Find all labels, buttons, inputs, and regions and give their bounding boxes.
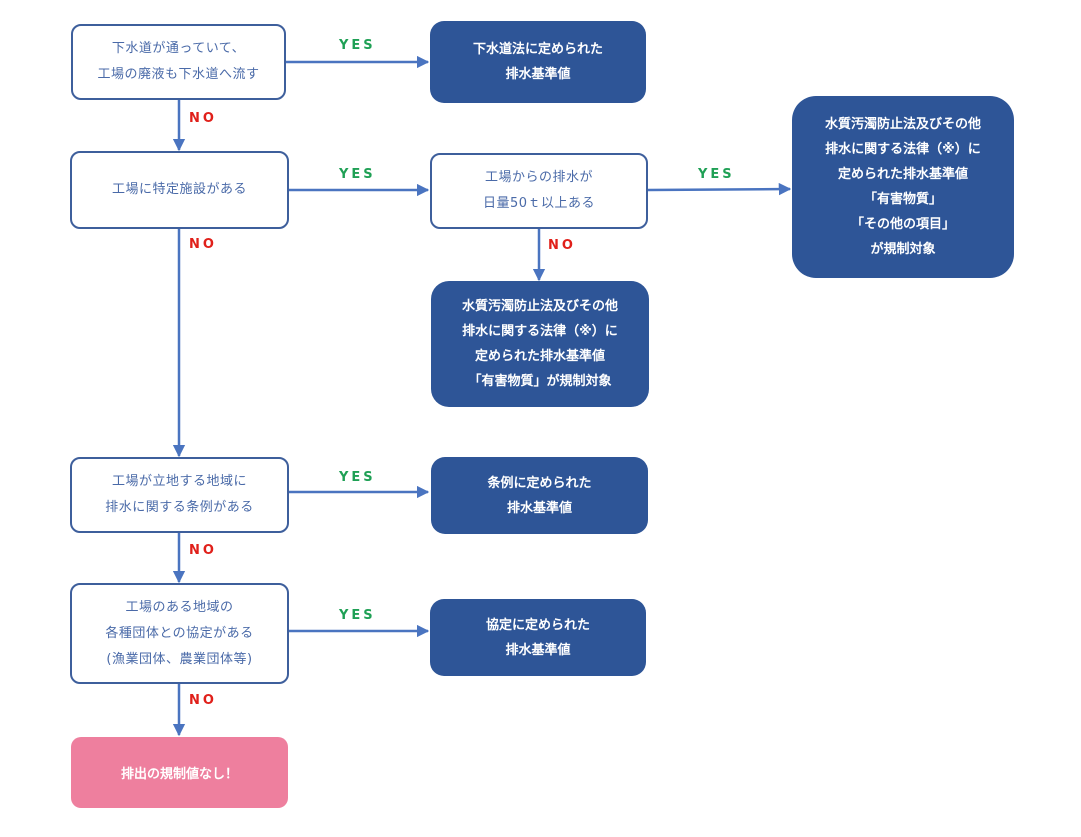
label-no-facility: NO	[189, 237, 217, 252]
result-water-law-harmful-line3: 定められた排水基準値	[474, 349, 605, 364]
result-agreement: 協定に定められた 排水基準値	[430, 599, 646, 676]
label-yes-volume: YES	[698, 167, 735, 182]
decision-agreement-line1: 工場のある地域の	[125, 599, 234, 615]
decision-facility-line1: 工場に特定施設がある	[111, 182, 247, 197]
decision-facility: 工場に特定施設がある	[70, 151, 289, 229]
result-water-law-all-line2: 排水に関する法律（※）に	[825, 142, 981, 157]
label-no-volume: NO	[548, 238, 576, 253]
decision-ordinance: 工場が立地する地域に 排水に関する条例がある	[70, 457, 289, 533]
result-sewer-law-line1: 下水道法に定められた	[472, 42, 603, 57]
label-no-sewer: NO	[189, 111, 217, 126]
decision-agreement-line2: 各種団体との協定がある	[105, 625, 254, 641]
decision-ordinance-line1: 工場が立地する地域に	[111, 474, 247, 489]
result-sewer-law: 下水道法に定められた 排水基準値	[430, 21, 646, 103]
decision-volume: 工場からの排水が 日量50ｔ以上ある	[430, 153, 648, 229]
decision-agreement: 工場のある地域の 各種団体との協定がある (漁業団体、農業団体等)	[70, 583, 289, 684]
result-ordinance-line1: 条例に定められた	[487, 475, 592, 491]
result-water-law-all-line4: 「有害物質」	[863, 192, 942, 207]
result-ordinance: 条例に定められた 排水基準値	[431, 457, 648, 534]
result-ordinance-line2: 排水基準値	[506, 500, 572, 516]
result-sewer-law-line2: 排水基準値	[505, 67, 571, 82]
label-yes-facility: YES	[339, 167, 376, 182]
label-yes-sewer: YES	[339, 38, 376, 53]
result-none-line1: 排出の規制値なし！	[120, 767, 238, 782]
result-water-law-harmful-line4: 「有害物質」が規制対象	[468, 374, 612, 389]
label-yes-ordinance: YES	[339, 470, 376, 485]
label-no-ordinance: NO	[189, 543, 217, 558]
result-water-law-all-line6: が規制対象	[870, 242, 936, 257]
result-water-law-all: 水質汚濁防止法及びその他 排水に関する法律（※）に 定められた排水基準値 「有害…	[792, 96, 1014, 278]
arrow-volume-yes	[647, 182, 792, 196]
label-yes-agreement: YES	[339, 608, 376, 623]
decision-ordinance-line2: 排水に関する条例がある	[105, 500, 254, 515]
decision-sewer-line1: 下水道が通っていて、	[111, 41, 246, 56]
result-water-law-all-line3: 定められた排水基準値	[837, 167, 968, 182]
decision-sewer-line2: 工場の廃液も下水道へ流す	[97, 67, 260, 82]
decision-volume-line2: 日量50ｔ以上ある	[482, 196, 596, 211]
result-agreement-line2: 排水基準値	[505, 642, 571, 658]
result-water-law-harmful-line1: 水質汚濁防止法及びその他	[461, 299, 618, 314]
decision-volume-line1: 工場からの排水が	[484, 170, 593, 185]
decision-agreement-line3: (漁業団体、農業団体等)	[106, 651, 253, 667]
label-no-agreement: NO	[189, 693, 217, 708]
result-water-law-all-line1: 水質汚濁防止法及びその他	[824, 117, 981, 132]
result-water-law-harmful: 水質汚濁防止法及びその他 排水に関する法律（※）に 定められた排水基準値 「有害…	[431, 281, 649, 407]
result-water-law-harmful-line2: 排水に関する法律（※）に	[462, 324, 618, 339]
decision-sewer: 下水道が通っていて、 工場の廃液も下水道へ流す	[71, 24, 286, 100]
result-water-law-all-line5: 「その他の項目」	[850, 217, 955, 232]
result-none: 排出の規制値なし！	[71, 737, 288, 808]
result-agreement-line1: 協定に定められた	[485, 617, 590, 633]
